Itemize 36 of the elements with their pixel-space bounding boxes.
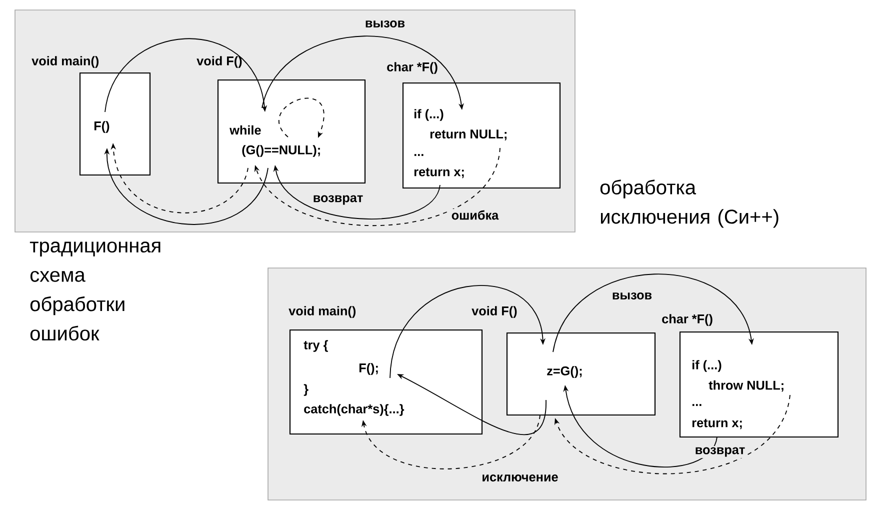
arrow <box>390 285 546 378</box>
function-signature: void main() <box>288 306 356 318</box>
code-line: while <box>230 125 261 135</box>
code-line: catch(char*s){...} <box>304 404 404 416</box>
code-line: try { <box>304 340 328 352</box>
dashed-arrow <box>361 414 540 470</box>
caption-text: традиционная схема обработки ошибок <box>30 242 160 341</box>
arrow <box>104 38 268 112</box>
function-signature: void F() <box>472 306 517 318</box>
arrow <box>552 274 754 352</box>
code-line: (G()==NULL); <box>242 145 320 157</box>
code-line: F() <box>94 121 110 133</box>
edge-label: возврат <box>694 446 746 458</box>
code-line: F(); <box>359 363 378 375</box>
edge-label: возврат <box>312 194 364 206</box>
function-signature: void F() <box>196 56 242 68</box>
code-line: z=G(); <box>547 366 582 378</box>
code-line: return x; <box>692 418 742 430</box>
edge-label: вызов <box>364 19 406 29</box>
code-line: ... <box>692 404 702 406</box>
code-line: if (...) <box>692 360 722 372</box>
edge-label: исключение <box>480 473 560 483</box>
code-line: } <box>304 384 308 396</box>
code-line: if (...) <box>414 109 444 121</box>
edge-label: ошибка <box>450 208 500 222</box>
edge-label: вызов <box>610 291 654 301</box>
dashed-arrow <box>554 394 790 474</box>
caption-text: обработка исключения (Си++) <box>600 180 778 228</box>
code-line: return x; <box>414 168 464 178</box>
code-line: return NULL; <box>430 130 506 140</box>
function-signature: char *F() <box>387 62 438 74</box>
function-signature: char *F() <box>662 314 712 326</box>
code-line: throw NULL; <box>708 380 784 392</box>
code-line: ... <box>414 154 424 156</box>
dashed-arrow <box>254 148 500 226</box>
function-signature: void main() <box>32 56 99 68</box>
